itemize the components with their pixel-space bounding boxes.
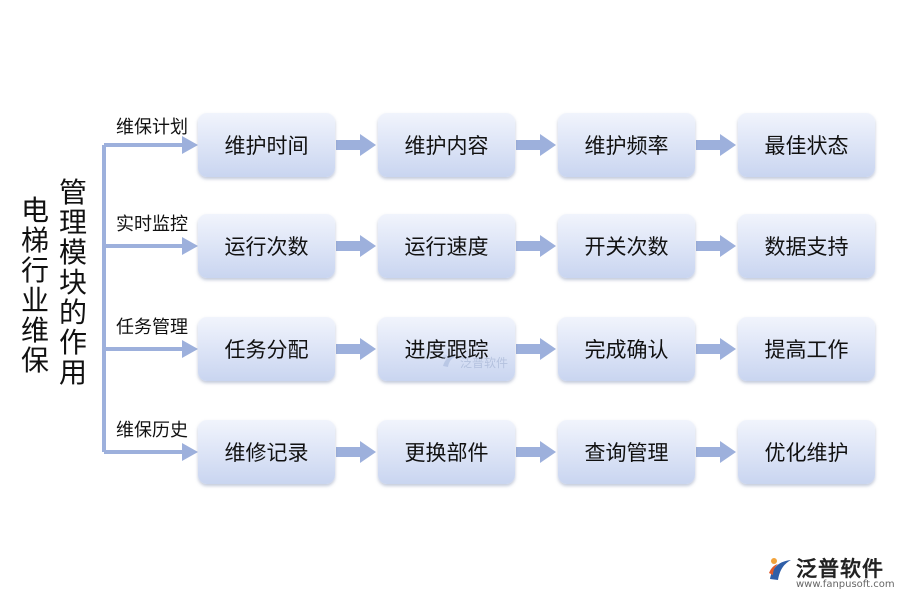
step-box: 数据支持 xyxy=(738,214,875,278)
step-box: 运行次数 xyxy=(198,214,335,278)
logo-name: 泛普软件 xyxy=(796,557,884,581)
step-box: 维修记录 xyxy=(198,420,335,484)
flow-arrow xyxy=(696,338,736,360)
logo-url: www.fanpusoft.com xyxy=(796,579,895,590)
step-box: 提高工作 xyxy=(738,317,875,381)
flow-arrow xyxy=(336,235,376,257)
branch-label-plan: 维保计划 xyxy=(116,117,188,138)
step-box: 开关次数 xyxy=(558,214,695,278)
flow-arrow xyxy=(516,441,556,463)
step-box: 进度跟踪 xyxy=(378,317,515,381)
flow-arrow xyxy=(336,441,376,463)
watermark-text: 泛普软件 xyxy=(460,356,509,370)
flow-arrow xyxy=(336,134,376,156)
flow-arrow xyxy=(696,235,736,257)
step-box: 维护频率 xyxy=(558,113,695,177)
flow-arrow xyxy=(516,235,556,257)
diagram-subtitle: 管理模块的作用 xyxy=(58,176,87,389)
flow-arrow xyxy=(696,134,736,156)
step-box: 任务分配 xyxy=(198,317,335,381)
step-box: 查询管理 xyxy=(558,420,695,484)
branch-arrowhead xyxy=(182,136,198,154)
flow-arrow xyxy=(336,338,376,360)
fanpu-logo-icon xyxy=(769,558,791,580)
branch-label-history: 维保历史 xyxy=(116,420,188,441)
step-box: 更换部件 xyxy=(378,420,515,484)
fanpu-watermark-icon xyxy=(442,354,456,367)
flow-arrow xyxy=(516,338,556,360)
branch-label-task: 任务管理 xyxy=(116,317,188,338)
branch-arrowhead xyxy=(182,443,198,461)
brand-logo: 泛普软件 www.fanpusoft.com xyxy=(766,553,895,593)
step-box: 维护时间 xyxy=(198,113,335,177)
step-box: 优化维护 xyxy=(738,420,875,484)
diagram-title: 电梯行业维保 xyxy=(20,194,49,377)
step-box: 运行速度 xyxy=(378,214,515,278)
step-box: 最佳状态 xyxy=(738,113,875,177)
branch-arrowhead xyxy=(182,237,198,255)
branch-label-monitor: 实时监控 xyxy=(116,214,188,235)
step-box: 完成确认 xyxy=(558,317,695,381)
step-box: 维护内容 xyxy=(378,113,515,177)
branch-arrowhead xyxy=(182,340,198,358)
watermark: 泛普软件 xyxy=(440,352,520,372)
flow-arrow xyxy=(696,441,736,463)
flow-arrow xyxy=(516,134,556,156)
